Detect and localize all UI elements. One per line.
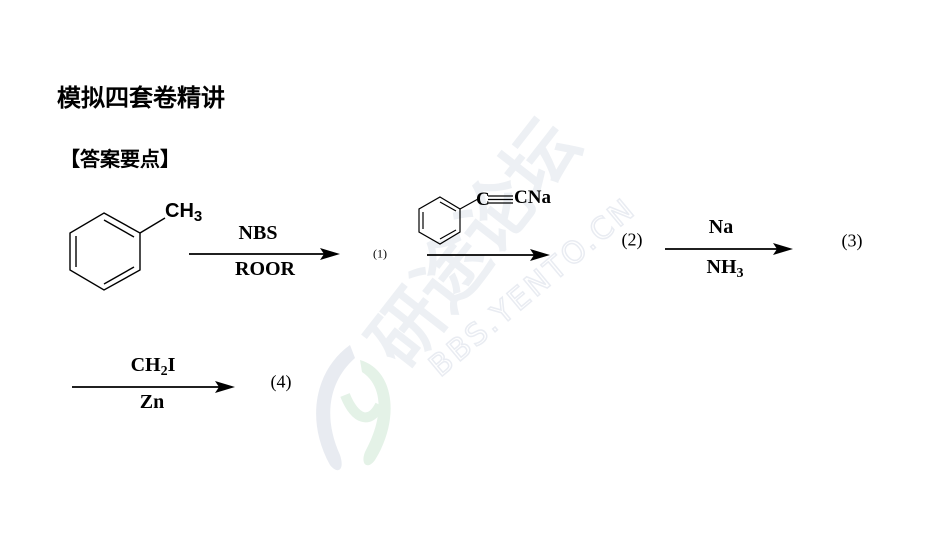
- methyl-group-label: CH3: [165, 200, 203, 225]
- step4-reagent-below: Zn: [139, 391, 165, 413]
- step3-reagent-below: NH3: [706, 256, 744, 281]
- product-label-3: (3): [841, 230, 863, 251]
- product-label-2: (2): [621, 229, 643, 250]
- phenylacetylide-structure: [418, 195, 513, 245]
- reaction-arrow-2: [427, 249, 550, 261]
- product-label-1: (1): [373, 246, 387, 261]
- reaction-arrow-3: [665, 243, 793, 255]
- watermark-logo-icon: [316, 345, 391, 471]
- acetylide-cna-label: CNa: [514, 187, 551, 208]
- step1-reagent-below: ROOR: [235, 258, 295, 280]
- step3-reagent-above: Na: [708, 216, 734, 238]
- product-label-4: (4): [270, 371, 292, 392]
- toluene-structure: [69, 212, 166, 291]
- page-title: 模拟四套卷精讲: [57, 84, 225, 112]
- reaction-arrow-1: [189, 248, 340, 260]
- step1-reagent-above: NBS: [238, 222, 278, 244]
- section-heading: 【答案要点】: [60, 147, 180, 171]
- step4-reagent-above: CH2I: [130, 354, 176, 379]
- reaction-arrow-4: [72, 381, 235, 393]
- acetylide-c-label: C: [476, 189, 490, 210]
